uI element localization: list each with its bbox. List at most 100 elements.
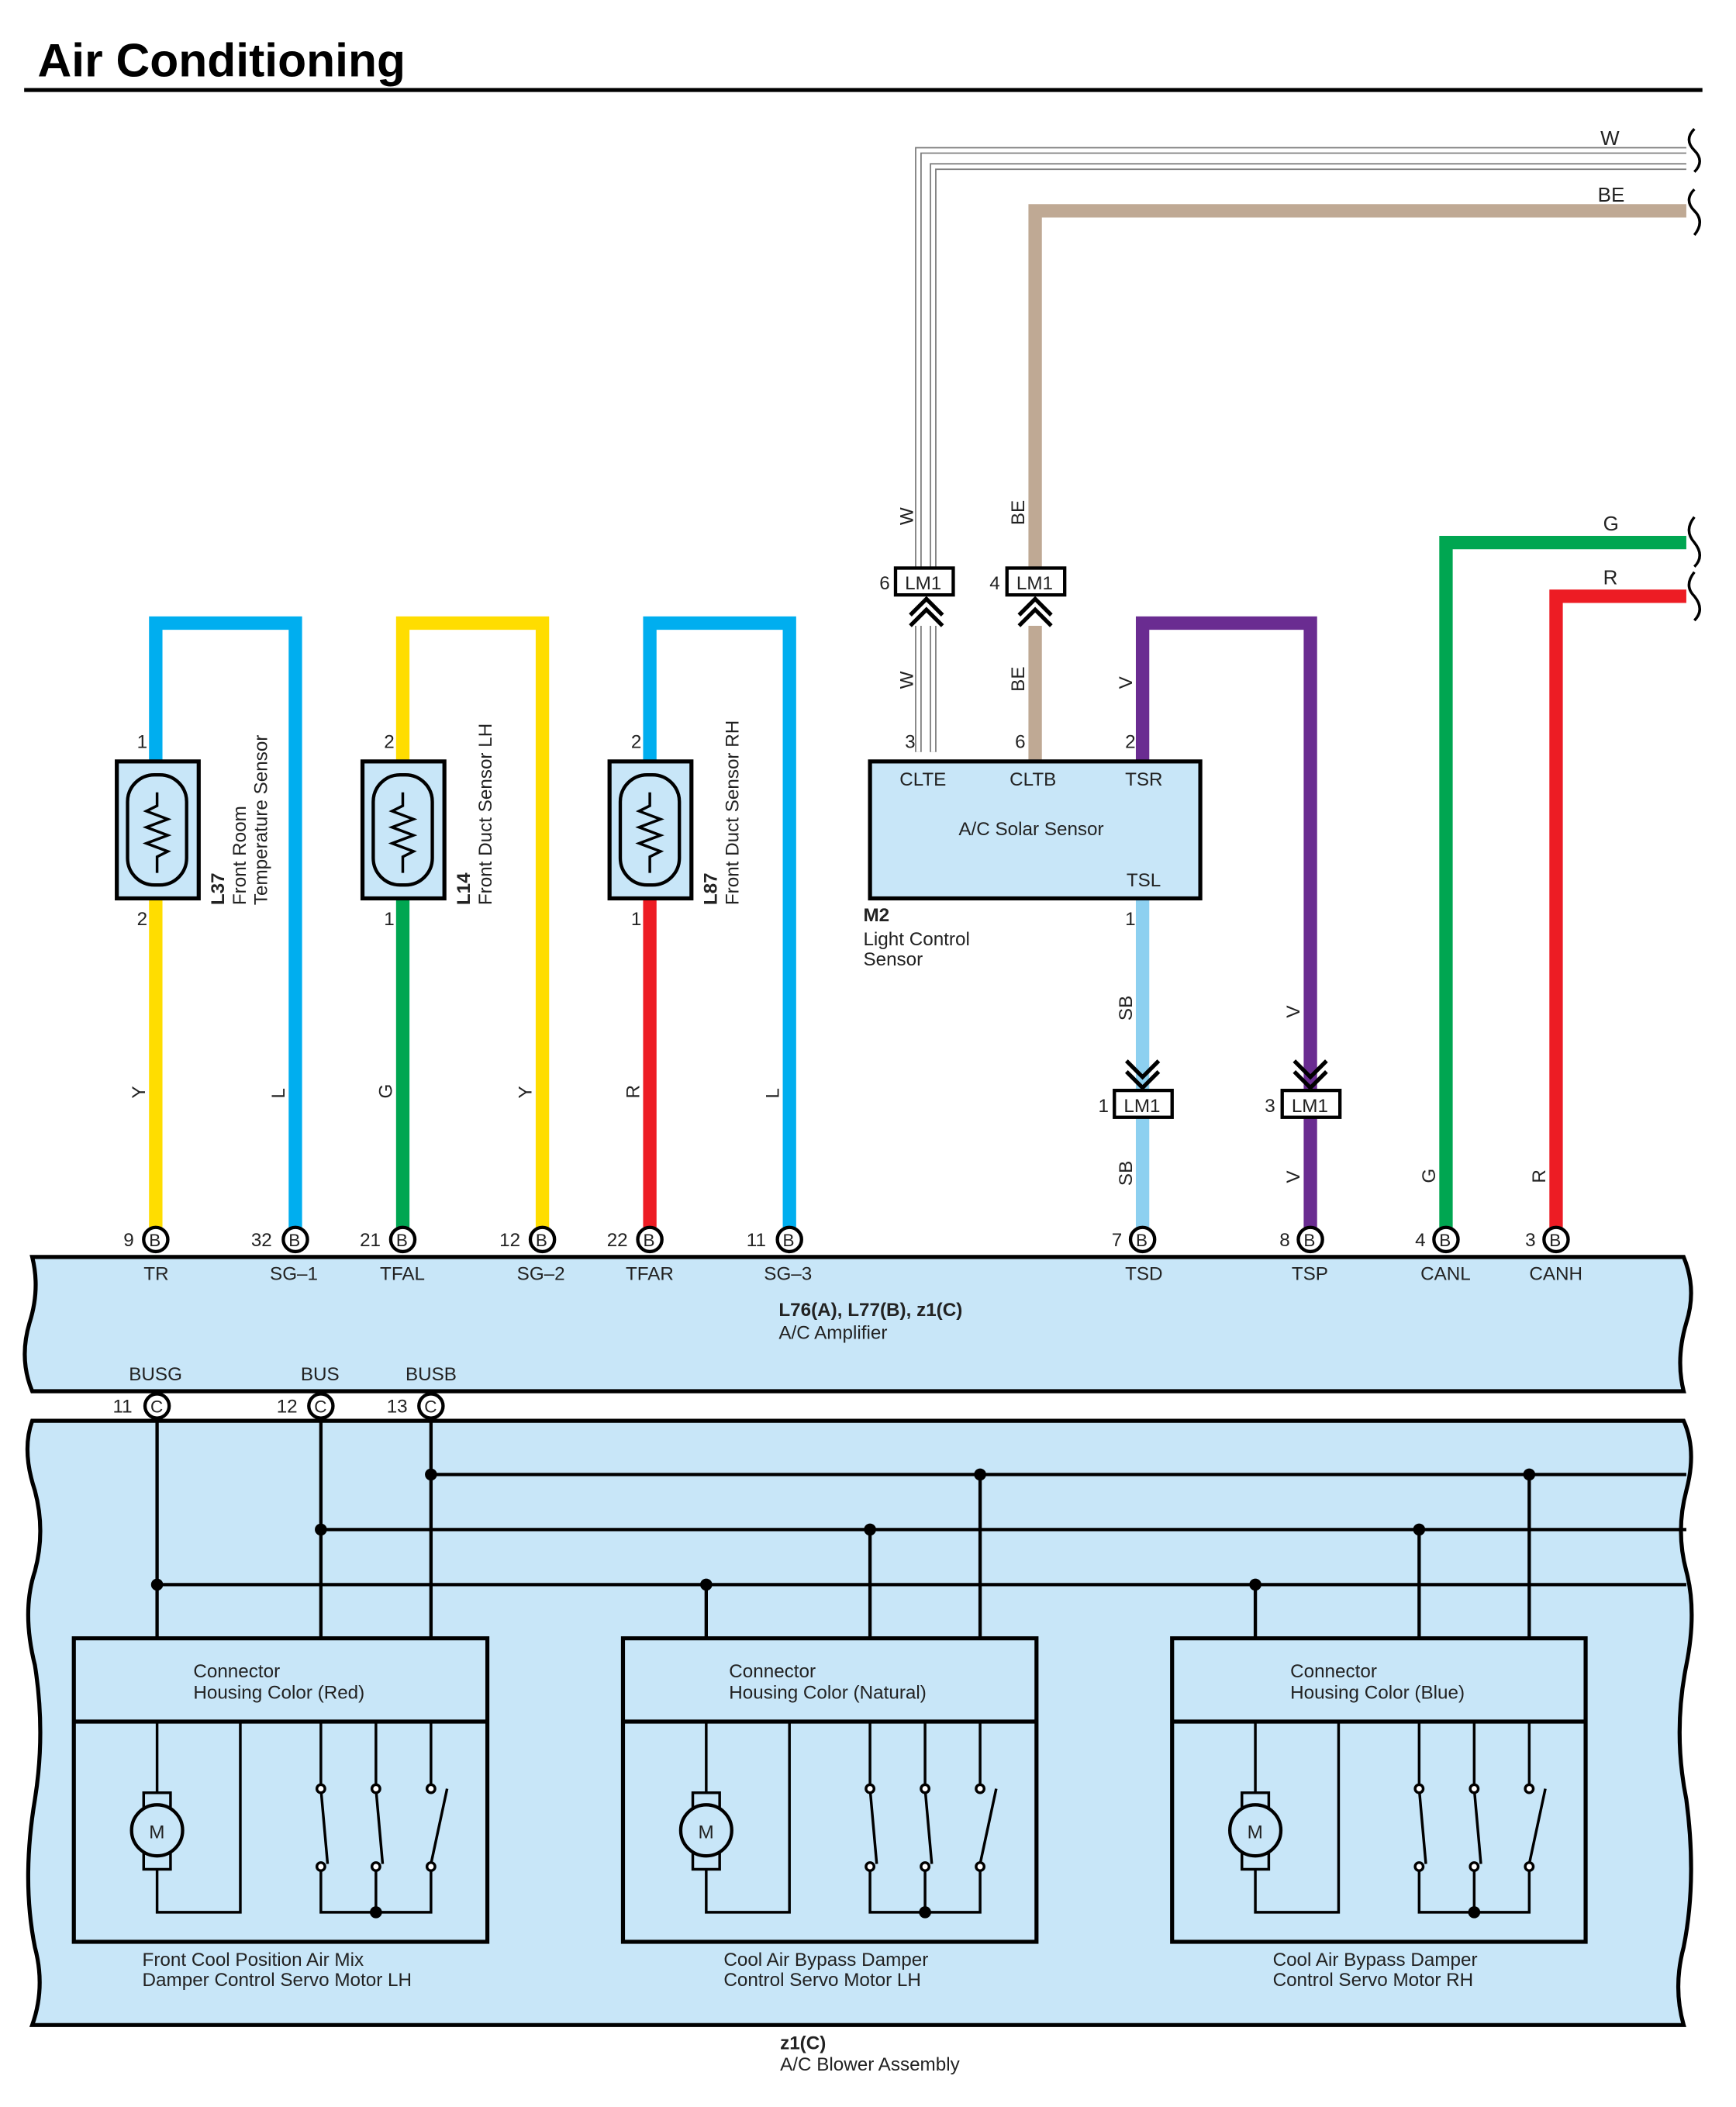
bus-junction-dots [150, 1468, 1536, 1591]
l87-pin-bottom: 1 [631, 909, 641, 930]
svg-text:Y: Y [129, 1086, 150, 1098]
lm1-be-label: LM1 [1016, 573, 1053, 594]
g-top-label: G [1603, 512, 1619, 535]
svg-text:9: 9 [123, 1230, 133, 1251]
solar-sensor-name-line1: Light Control [863, 929, 969, 950]
amplifier-panel [22, 1255, 1693, 1394]
svg-text:3: 3 [1525, 1230, 1535, 1251]
solar-pin-tsr: 2 [1125, 732, 1135, 753]
svg-text:B: B [1303, 1231, 1315, 1250]
svg-text:32: 32 [251, 1230, 272, 1251]
motor-3-name-line1: Cool Air Bypass Damper [1273, 1950, 1478, 1971]
be-top-label: BE [1598, 183, 1625, 206]
svg-text:SG–3: SG–3 [764, 1263, 812, 1284]
svg-text:12: 12 [499, 1230, 520, 1251]
canh-wire [1549, 589, 1686, 1229]
svg-text:G: G [376, 1084, 397, 1099]
svg-text:13: 13 [387, 1397, 408, 1418]
w-top-label: W [1600, 126, 1620, 150]
motor-2-header-line1: Connector [729, 1661, 816, 1682]
w-wire-run [915, 147, 1686, 571]
l87-sensor [607, 759, 694, 901]
svg-text:G: G [1419, 1169, 1440, 1183]
l37-pin-bottom: 2 [137, 909, 147, 930]
l87-l-wire [643, 616, 796, 1228]
lm1-sb-junction [1113, 1059, 1174, 1119]
svg-text:CANH: CANH [1529, 1263, 1582, 1284]
l14-pin-bottom: 1 [384, 909, 394, 930]
blower-code: z1(C) [780, 2033, 826, 2054]
wire-color-labels: Y L G Y R L W BE W BE V SB V SB V G R [129, 500, 1550, 1186]
motor-1-header-line2: Housing Color (Red) [193, 1683, 364, 1704]
bus-label: BUS [301, 1364, 340, 1385]
svg-text:8: 8 [1279, 1230, 1289, 1251]
svg-text:L: L [268, 1088, 289, 1098]
amp-pin-12: B 12 SG–2 [499, 1225, 565, 1284]
svg-text:TFAL: TFAL [380, 1263, 425, 1284]
solar-sensor-code: M2 [863, 905, 889, 926]
page-title: Air Conditioning [37, 34, 406, 87]
solar-sensor-name-line2: Sensor [863, 949, 923, 970]
lm1-w-label: LM1 [905, 573, 941, 594]
lm1-v-junction [1280, 1059, 1342, 1119]
svg-text:TSP: TSP [1292, 1263, 1328, 1284]
svg-text:V: V [1283, 1170, 1304, 1183]
amp-pin-22: B 22 TFAR [607, 1225, 674, 1284]
svg-text:R: R [1529, 1169, 1550, 1183]
amp-pin-4: B 4 CANL [1415, 1225, 1471, 1284]
lm1-be-junction [1005, 566, 1067, 627]
amp-pin-3: B 3 CANH [1525, 1225, 1582, 1284]
solar-sensor-title: A/C Solar Sensor [958, 819, 1103, 840]
svg-text:SG–2: SG–2 [517, 1263, 565, 1284]
bus-pin-11: C 11 [112, 1392, 171, 1420]
svg-text:B: B [288, 1231, 300, 1250]
svg-text:CANL: CANL [1420, 1263, 1471, 1284]
lm1-be-pin: 4 [989, 573, 999, 594]
motor-3-name-line2: Control Servo Motor RH [1273, 1970, 1474, 1991]
l87-pin-top: 2 [631, 732, 641, 753]
l37-sensor [115, 759, 201, 901]
l14-pin-top: 2 [384, 732, 394, 753]
amplifier-name: A/C Amplifier [778, 1322, 887, 1343]
solar-sensor-box [868, 759, 1203, 901]
motor-2-name-line1: Cool Air Bypass Damper [723, 1950, 928, 1971]
svg-text:Y: Y [516, 1086, 537, 1098]
motor-3-header-line2: Housing Color (Blue) [1290, 1683, 1465, 1704]
amp-pin-9: B 9 TR [123, 1225, 170, 1284]
motor-2-symbol: M [698, 1822, 713, 1843]
motor-1-header-line1: Connector [193, 1661, 280, 1682]
svg-text:SB: SB [1116, 996, 1137, 1021]
servo-motor-module-1 [71, 1636, 490, 1944]
motor-3-header-line1: Connector [1290, 1661, 1377, 1682]
lm1-v-label: LM1 [1292, 1096, 1328, 1117]
svg-text:22: 22 [607, 1230, 628, 1251]
svg-text:C: C [424, 1397, 437, 1417]
motor-3-symbol: M [1248, 1822, 1263, 1843]
svg-text:W: W [897, 507, 918, 525]
lm1-w-pin: 6 [879, 573, 889, 594]
svg-text:C: C [314, 1397, 326, 1417]
svg-text:7: 7 [1112, 1230, 1122, 1251]
svg-text:B: B [783, 1231, 795, 1250]
l37-name-line2: Temperature Sensor [251, 735, 272, 906]
svg-text:TFAR: TFAR [626, 1263, 674, 1284]
svg-text:B: B [536, 1231, 547, 1250]
busb-label: BUSB [406, 1364, 457, 1385]
svg-text:BE: BE [1008, 666, 1029, 691]
terminal-cltb: CLTB [1010, 769, 1056, 790]
l37-code: L37 [208, 872, 229, 905]
terminal-tsl: TSL [1127, 870, 1161, 891]
l37-pin-top: 1 [137, 732, 147, 753]
be-wire-run [1028, 204, 1686, 571]
l37-name-line1: Front Room [230, 806, 250, 905]
amp-pin-11: B 11 SG–3 [747, 1225, 812, 1284]
motor-1-name-line2: Damper Control Servo Motor LH [143, 1970, 412, 1991]
svg-text:12: 12 [277, 1397, 298, 1418]
bus-pin-13: C 13 [387, 1392, 445, 1420]
r-top-label: R [1603, 565, 1618, 589]
svg-text:V: V [1283, 1005, 1304, 1018]
svg-text:B: B [643, 1231, 654, 1250]
solar-pin-cltb: 6 [1015, 732, 1025, 753]
l14-name: Front Duct Sensor LH [475, 724, 496, 905]
svg-text:C: C [150, 1397, 163, 1417]
